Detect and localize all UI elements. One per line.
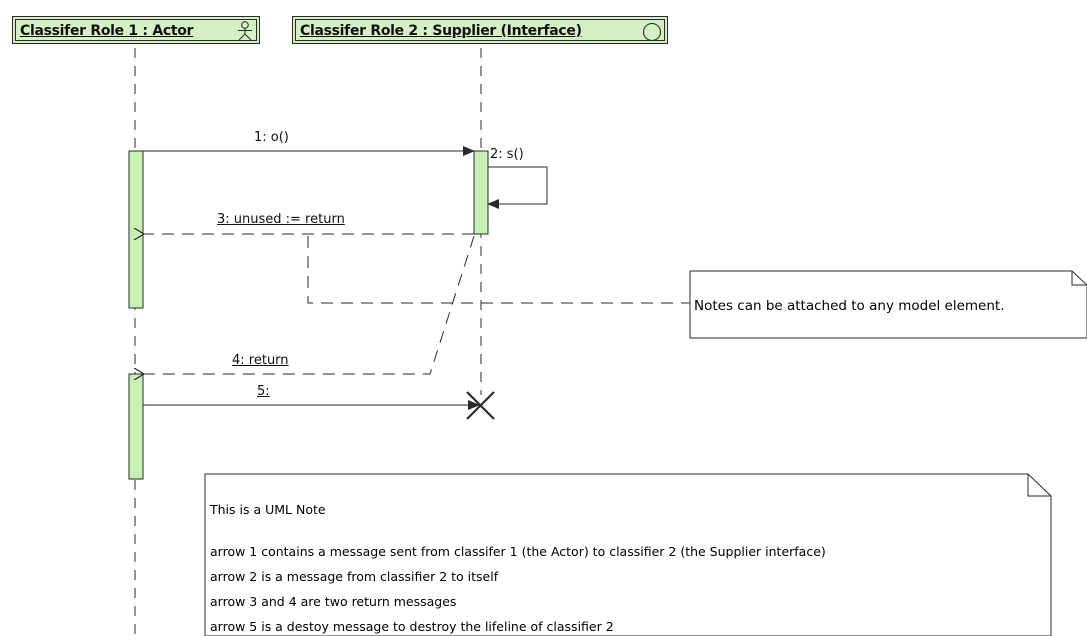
participant-1-label: Classifer Role 1 : Actor: [20, 23, 194, 39]
message-label-4: 4: return: [232, 353, 289, 368]
large-note-line-3: arrow 3 and 4 are two return messages: [210, 594, 457, 609]
participant-header-1[interactable]: Classifer Role 1 : Actor: [12, 16, 260, 44]
message-label-2: 2: s(): [490, 147, 524, 162]
activation-bar-1[interactable]: [128, 150, 144, 309]
interface-circle-icon: [642, 22, 662, 42]
message-arrow-2[interactable]: [487, 166, 548, 209]
large-note-shape: [204, 473, 1052, 636]
message-label-3: 3: unused := return: [217, 212, 345, 227]
message-arrow-4[interactable]: [144, 235, 475, 374]
message-label-5: 5:: [257, 384, 270, 399]
large-note-fold: [1027, 474, 1051, 497]
small-note-text: Notes can be attached to any model eleme…: [694, 298, 1005, 314]
large-note: This is a UML Note arrow 1 contains a me…: [205, 474, 1051, 636]
small-note-fold: [1071, 271, 1087, 286]
large-note-line-4: arrow 5 is a destoy message to destroy t…: [210, 619, 614, 634]
message-label-1: 1: o(): [254, 130, 289, 145]
large-note-title: This is a UML Note: [210, 502, 326, 517]
large-note-line-1: arrow 1 contains a message sent from cla…: [210, 544, 826, 559]
small-note-shape: [689, 270, 1087, 339]
activation-bar-3[interactable]: [128, 373, 144, 480]
participant-header-2[interactable]: Classifer Role 2 : Supplier (Interface): [292, 16, 668, 44]
actor-icon: [238, 21, 252, 41]
large-note-line-2: arrow 2 is a message from classifier 2 t…: [210, 569, 499, 584]
destroy-x-icon: [466, 391, 495, 420]
participant-2-label: Classifer Role 2 : Supplier (Interface): [300, 23, 582, 39]
note-connector: [307, 236, 690, 304]
activation-bar-2[interactable]: [473, 150, 489, 235]
